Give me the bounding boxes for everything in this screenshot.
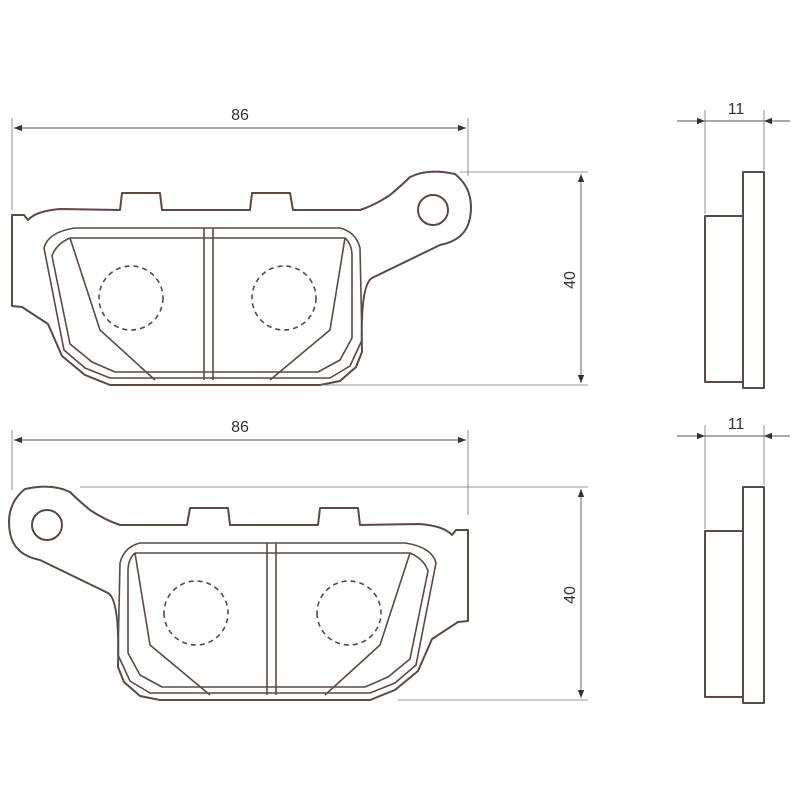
bottom-pad-chamfer-left bbox=[324, 552, 411, 696]
bottom-pad-side-friction bbox=[704, 530, 744, 698]
top-pad-chamfer-left bbox=[69, 237, 156, 381]
top-pad-friction-inner-line bbox=[51, 237, 353, 373]
bottom-pad-backing-plate bbox=[8, 485, 469, 701]
top-pad-backing-plate bbox=[11, 170, 472, 386]
bottom-pad-friction-inner-line bbox=[127, 552, 429, 688]
top-pad-side-friction bbox=[704, 215, 744, 383]
top-pad-height-label: 40 bbox=[562, 271, 579, 289]
bottom-pad-chamfer-right bbox=[134, 552, 211, 696]
bottom-pad-friction-material bbox=[117, 542, 437, 694]
top-pad-thickness-label: 11 bbox=[728, 101, 745, 118]
bottom-pad-mounting-hole bbox=[31, 509, 63, 541]
top-pad-chamfer-right bbox=[269, 237, 346, 381]
bottom-pad-piston-circle-left bbox=[316, 580, 382, 646]
top-pad-mounting-hole bbox=[417, 194, 449, 226]
top-pad-side-backing bbox=[742, 171, 765, 389]
top-pad-width-label: 86 bbox=[231, 107, 249, 124]
top-pad-friction-material bbox=[43, 227, 363, 379]
top-pad-front-view: 86 40 bbox=[11, 107, 588, 386]
top-pad-side-view: 11 bbox=[677, 101, 790, 389]
bottom-pad-thickness-label: 11 bbox=[728, 416, 745, 433]
bottom-pad-width-label: 86 bbox=[231, 419, 249, 436]
bottom-pad-height-label: 40 bbox=[562, 586, 579, 604]
bottom-pad-front-view bbox=[8, 485, 469, 701]
bottom-pad-side-view: 11 bbox=[677, 416, 790, 704]
top-pad-piston-circle-left bbox=[98, 265, 164, 331]
top-pad-piston-circle-right bbox=[251, 265, 317, 331]
bottom-pad-piston-circle-right bbox=[163, 580, 229, 646]
bottom-pad-dimensions: 86 40 bbox=[11, 419, 588, 701]
bottom-pad-side-backing bbox=[742, 486, 765, 704]
